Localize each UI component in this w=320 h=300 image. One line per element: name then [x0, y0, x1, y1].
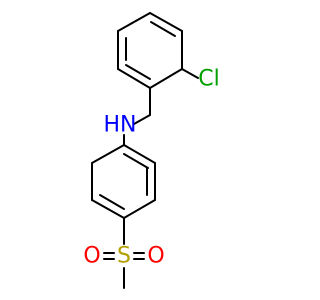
bond-ch2-n: [133, 114, 151, 125]
double-bond-inner: [99, 194, 125, 210]
sulfur-atom-label: S: [117, 244, 131, 269]
double-bond-inner: [125, 64, 151, 80]
bond: [91, 199, 125, 219]
aniline-ring: [91, 144, 156, 219]
bond: [117, 68, 151, 89]
bond-c-cl: [181, 68, 199, 79]
chlorophenyl-ring: [117, 12, 183, 89]
oxygen-atom-label: O: [147, 244, 164, 269]
structure-diagram: Cl HN S O O: [83, 12, 220, 289]
amine-atom-label: HN: [104, 113, 137, 138]
bond: [123, 199, 156, 219]
sulfonyl-bonds: [103, 252, 145, 260]
double-bond-inner: [123, 153, 149, 169]
bond: [149, 68, 183, 89]
bond: [123, 144, 156, 164]
double-bond-inner: [150, 21, 176, 37]
bond: [149, 12, 183, 32]
chlorine-atom-label: Cl: [198, 67, 219, 92]
bond: [117, 12, 151, 32]
oxygen-atom-label: O: [83, 244, 100, 269]
bond: [91, 144, 125, 164]
molecule-canvas: Cl HN S O O: [83, 12, 220, 289]
